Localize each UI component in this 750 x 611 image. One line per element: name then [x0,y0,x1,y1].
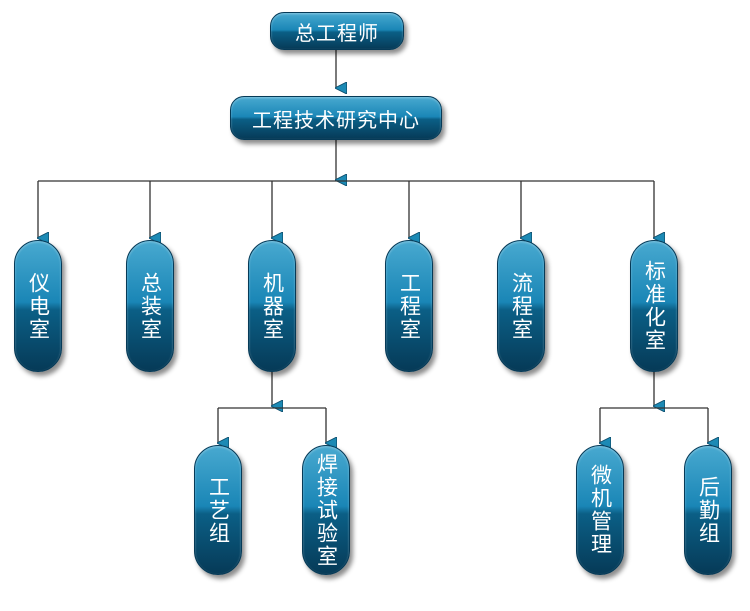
node-process-room: 流程室 [497,240,545,372]
node-standardization-room: 标准化室 [630,240,678,372]
node-label: 总装室 [138,271,163,341]
node-engineering-room: 工程室 [385,240,433,372]
node-label: 工程技术研究中心 [252,107,420,132]
node-logistics-group: 后勤组 [684,445,732,575]
node-label: 焊接试验室 [314,452,339,568]
node-chief-engineer: 总工程师 [270,12,404,50]
node-label: 流程室 [509,271,534,341]
node-label: 微机管理 [588,464,613,556]
node-research-center: 工程技术研究中心 [230,96,442,140]
node-microcomputer-mgmt: 微机管理 [576,445,624,575]
node-craft-group: 工艺组 [194,445,242,575]
node-machine-room: 机器室 [248,240,296,372]
node-label: 后勤组 [696,475,721,545]
node-assembly-room: 总装室 [126,240,174,372]
node-label: 工艺组 [206,475,231,545]
node-label: 仪电室 [26,271,51,341]
node-label: 工程室 [397,271,422,341]
node-label: 标准化室 [642,260,667,352]
node-welding-lab: 焊接试验室 [302,445,350,575]
node-label: 机器室 [260,271,285,341]
node-instrument-room: 仪电室 [14,240,62,372]
node-label: 总工程师 [295,20,379,45]
